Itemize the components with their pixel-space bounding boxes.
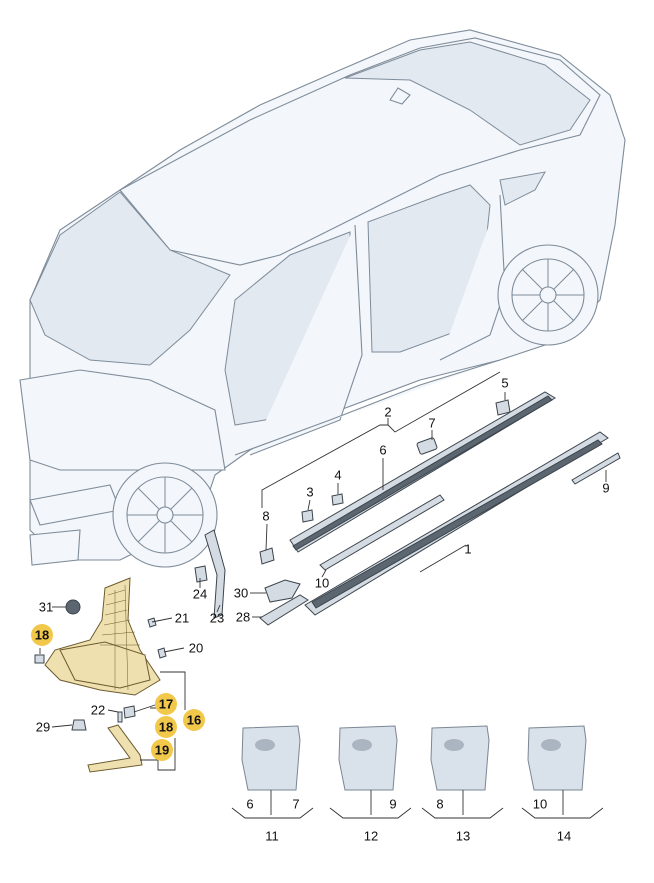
- callout-6: 6: [379, 443, 386, 458]
- leader-lines: [39, 371, 607, 771]
- kit-bag-12: 9 12: [329, 725, 412, 844]
- kit-13-item-8: 8: [436, 797, 443, 812]
- callout-30: 30: [234, 586, 248, 601]
- kit-bag-11: 6 7 11: [231, 725, 314, 844]
- callout-10: 10: [315, 576, 329, 591]
- kit-13-label: 13: [456, 829, 470, 844]
- callout-3: 3: [306, 485, 313, 500]
- callout-20: 20: [189, 641, 203, 656]
- kit-14-item-10: 10: [533, 797, 547, 812]
- highlighted-callouts: 18 17 16 18 19: [31, 624, 205, 761]
- callout-2: 2: [384, 405, 391, 420]
- kit-bag-14: 10 14: [521, 725, 604, 844]
- callout-9: 9: [602, 481, 609, 496]
- highlight-18-bottom[interactable]: 18: [155, 716, 177, 738]
- callout-22: 22: [91, 703, 105, 718]
- svg-text:18: 18: [159, 720, 173, 735]
- kit-12-label: 12: [364, 829, 378, 844]
- svg-text:17: 17: [159, 697, 173, 712]
- svg-text:19: 19: [155, 743, 169, 758]
- kit-11-label: 11: [265, 829, 279, 844]
- kit-12-item-9: 9: [389, 797, 396, 812]
- kit-11-item-7: 7: [292, 797, 299, 812]
- car-illustration: [19, 29, 626, 568]
- callout-31: 31: [39, 600, 53, 615]
- highlight-16[interactable]: 16: [183, 709, 205, 731]
- callout-28: 28: [236, 610, 250, 625]
- callout-29: 29: [36, 720, 50, 735]
- callout-8: 8: [262, 509, 269, 524]
- callout-24: 24: [193, 587, 207, 602]
- callout-7: 7: [428, 416, 435, 431]
- highlight-18-top[interactable]: 18: [31, 624, 53, 646]
- callout-21: 21: [175, 611, 189, 626]
- callout-1: 1: [464, 542, 471, 557]
- repair-kits: 6 7 11 9 12 8 13 10 14: [231, 725, 604, 844]
- kit-11-item-6: 6: [246, 797, 253, 812]
- callout-4: 4: [334, 468, 341, 483]
- callout-labels: 1 2 3 4 5 6 7 8 9 10 20 21 22 23 24 28 2…: [36, 376, 610, 735]
- kit-bag-13: 8 13: [421, 725, 504, 844]
- callout-5: 5: [501, 376, 508, 391]
- highlight-19[interactable]: 19: [151, 739, 173, 761]
- wheel-liner-parts: [34, 577, 167, 773]
- svg-text:18: 18: [35, 628, 49, 643]
- sill-parts: [194, 391, 621, 626]
- kit-14-label: 14: [557, 829, 571, 844]
- callout-23: 23: [210, 611, 224, 626]
- highlight-17[interactable]: 17: [155, 693, 177, 715]
- svg-text:16: 16: [187, 713, 201, 728]
